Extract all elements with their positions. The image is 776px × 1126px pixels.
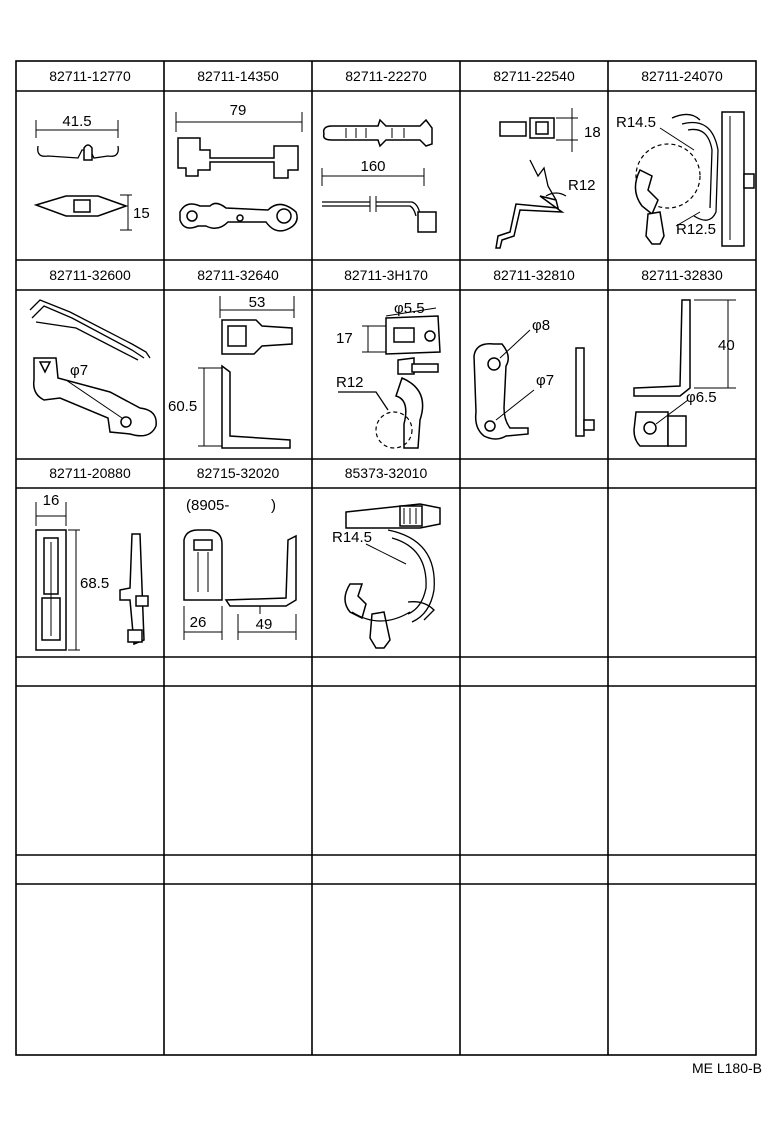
dimension-label: 18 <box>584 124 601 141</box>
dimension-label: 17 <box>336 330 353 347</box>
part-number: 85373-32010 <box>345 465 428 481</box>
dimension-label: 40 <box>718 337 735 354</box>
clamp-drawing-85373-32010 <box>344 503 441 649</box>
catalog-grid <box>15 60 757 1056</box>
bracket-drawing-82711-32830 <box>633 299 736 447</box>
bracket-drawing-82711-32810 <box>473 329 595 440</box>
part-number: 82711-32830 <box>641 267 723 283</box>
dimension-label: 49 <box>256 616 273 633</box>
part-number: 82711-22270 <box>345 68 427 84</box>
dimension-label: φ8 <box>532 317 550 334</box>
dimension-label: R14.5 <box>332 529 372 546</box>
dimension-label: 16 <box>43 492 60 509</box>
dimension-label: 160 <box>360 158 385 175</box>
dimension-label: 68.5 <box>80 575 109 592</box>
clip-drawing-82711-22540 <box>495 108 578 249</box>
dimension-label: φ6.5 <box>686 389 717 406</box>
dimension-label: 15 <box>133 205 150 222</box>
clip-drawing-82711-14350 <box>175 112 303 232</box>
dimension-label: φ5.5 <box>394 300 425 317</box>
dimension-label: R14.5 <box>616 114 656 131</box>
part-number: 82711-12770 <box>49 68 131 84</box>
bracket-drawing-82715-32020 <box>183 529 297 640</box>
bracket-drawing-82711-32640 <box>198 296 295 449</box>
clip-drawing-82711-12770 <box>33 120 132 231</box>
dimension-label: 41.5 <box>62 113 91 130</box>
tie-drawing-82711-22270 <box>321 118 437 233</box>
dimension-label: 53 <box>249 294 266 311</box>
part-number: 82711-32640 <box>197 267 279 283</box>
dimension-label: R12 <box>336 374 364 391</box>
clamp-drawing-82711-32600 <box>29 299 157 437</box>
part-number: 82711-3H170 <box>344 267 428 283</box>
part-number: 82715-32020 <box>197 465 280 481</box>
dimension-label: φ7 <box>70 362 88 379</box>
dimension-label: 26 <box>190 614 207 631</box>
dimension-label: R12 <box>568 177 596 194</box>
part-number: 82711-32810 <box>493 267 575 283</box>
dimension-label: φ7 <box>536 372 554 389</box>
clamp-drawing-82711-24070 <box>634 111 755 247</box>
serial-range-note: (8905- ) <box>186 497 276 514</box>
part-number: 82711-32600 <box>49 267 131 283</box>
clip-drawing-82711-20880 <box>35 502 149 651</box>
part-number: 82711-24070 <box>641 68 723 84</box>
part-number: 82711-14350 <box>197 68 279 84</box>
clip-drawing-82711-3H170 <box>338 307 441 449</box>
dimension-label: R12.5 <box>676 221 716 238</box>
dimension-label: 60.5 <box>168 398 197 415</box>
dimension-label: 79 <box>230 102 247 119</box>
part-number: 82711-20880 <box>49 465 131 481</box>
drawing-code: ME L180-B <box>691 1060 762 1076</box>
part-number: 82711-22540 <box>493 68 575 84</box>
